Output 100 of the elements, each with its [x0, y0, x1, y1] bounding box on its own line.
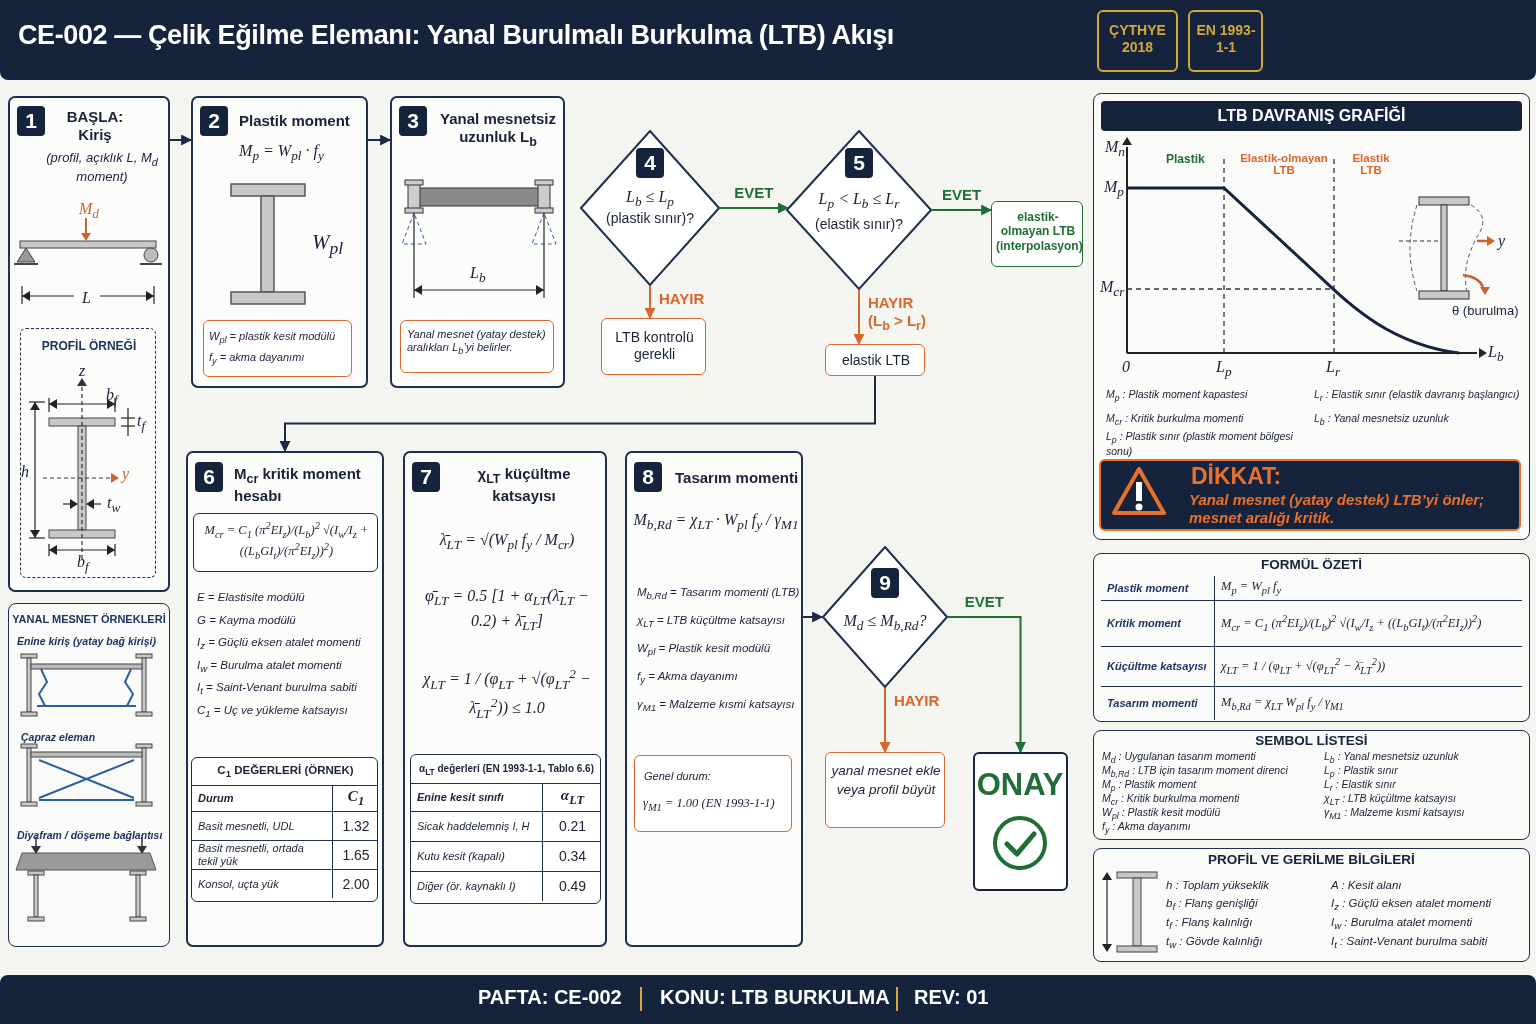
- formula: L$_{p}$ < L$_{b}$ ≤ L$_{r}$: [817, 189, 901, 214]
- standard-badge: [1188, 10, 1263, 72]
- decision-diamond: [822, 546, 948, 688]
- arrow: [802, 611, 824, 623]
- warning-text: Yanal mesnet (yatay destek) LTB’yi önler; mesnet aralığı kritik.: [1189, 491, 1486, 527]
- region-label: Elastik LTB: [1351, 152, 1391, 176]
- definition-text: I$_{t}$ = Saint-Venant burulma sabiti: [197, 681, 358, 697]
- panel-title: PROFİL VE GERİLME BİLGİLERİ: [1207, 852, 1416, 869]
- formula: M$_{b,Rd}$ = χ$_{LT}$ · W$_{pl}$ f$_{y}$ / γ$_{M1}$: [633, 510, 799, 535]
- symbol-definition: M$_{cr}$ : Kritik burkulma momenti: [1106, 410, 1245, 429]
- panel-title: SEMBOL LİSTESİ: [1254, 733, 1369, 750]
- dimension-label: L: [82, 289, 91, 307]
- note-text: W$_{pl}$ = plastik kesit modülü: [209, 330, 337, 347]
- symbol-definition: t$_{f}$ : Flanş kalınlığı: [1166, 914, 1254, 933]
- symbol-definition: L$_{b}$ : Yanal mesnetsiz uzunluk: [1314, 410, 1450, 429]
- approval-text: ONAY: [975, 766, 1065, 804]
- table-header: α$_{LT}$: [542, 783, 600, 811]
- table-title: α$_{LT}$ değerleri (EN 1993-1-1, Tablo 6.6): [417, 763, 595, 777]
- result-text: elastik LTB: [840, 352, 912, 369]
- note-box: [634, 755, 792, 832]
- formula: M$_{cr}$ = C$_{1}$ (π$^{2}$EI$_{z}$)/(L$_{b}$)$^{2}$ √(I$_{w}$/I$_{z}$ + ((L$_{b}$GI$_{t}$)/(π$^{2}$EI$_{z}$))$^{2}$): [203, 520, 370, 563]
- panel-title: FORMÜL ÖZETİ: [1260, 557, 1363, 574]
- symbol-definition: A : Kesit alanı: [1331, 877, 1403, 893]
- symbol-definition: M$_{cr}$ : Kritik burkulma momenti: [1102, 793, 1241, 807]
- step-number: 2: [200, 106, 228, 136]
- step-title: BAŞLA: Kiriş: [65, 108, 125, 144]
- step-card: [186, 451, 384, 947]
- table-cell: Kritik moment: [1101, 600, 1214, 646]
- table-cell: Tasarım momenti: [1101, 686, 1214, 720]
- table-cell: M$_{p}$ = W$_{pl}$ f$_{y}$: [1214, 576, 1522, 600]
- arrow: [879, 687, 891, 754]
- footer-text: REV: 01: [914, 986, 989, 1009]
- note-box: [400, 320, 554, 373]
- table-cell: 1.32: [332, 811, 377, 840]
- condition-text: (plastik sınır)?: [605, 210, 695, 227]
- arrow: [367, 134, 392, 146]
- axis-label: M$_{p}$: [1104, 178, 1124, 201]
- symbol-definition: b$_{f}$ : Flanş genişliği: [1166, 895, 1259, 914]
- result-box: [991, 201, 1083, 267]
- table-header: Durum: [192, 785, 332, 811]
- arrow: [947, 616, 1026, 754]
- arrow: [169, 134, 193, 146]
- profile-example-box: [20, 328, 156, 578]
- result-text: yanal mesnet ekle veya profil büyüt: [831, 762, 941, 799]
- formula: λ̄$_{LT}$ = √(W$_{pl}$ f$_{y}$ / M$_{cr}$): [438, 530, 576, 555]
- symbol-definition: L$_{p}$ : Plastik sınır: [1324, 765, 1399, 779]
- title: CE-002 — Çelik Eğilme Elemanı: Yanal Burulmalı Burkulma (LTB) Akışı: [18, 20, 894, 51]
- standard-badge: [1097, 10, 1178, 72]
- axis-label: L$_{p}$: [1216, 358, 1232, 381]
- table-cell: 0.34: [542, 841, 600, 871]
- note-text: Genel durum:: [644, 770, 712, 784]
- dimension-label: L$_{b}$: [470, 264, 486, 287]
- example-caption: Enine kiriş (yatay bağ kirişi): [17, 635, 157, 648]
- symbol-definition: t$_{w}$ : Gövde kalınlığı: [1166, 933, 1264, 952]
- symbol-definition: I$_{z}$ : Güçlü eksen atalet momenti: [1331, 895, 1493, 914]
- dimension-label: t$_{w}$: [107, 494, 121, 517]
- symbol-definition: W$_{pl}$ : Plastik kesit modülü: [1102, 807, 1222, 821]
- standard-text: EN 1993-1-1: [1195, 22, 1257, 56]
- table-cell: Küçültme katsayısı: [1101, 646, 1214, 686]
- axis-label: y: [1498, 232, 1506, 250]
- step-title: χ$_{LT}$ küçültme katsayısı: [476, 465, 572, 505]
- arrow: [719, 202, 789, 214]
- section-modulus-label: W$_{pl}$: [312, 230, 344, 260]
- symbol-definition: L$_{r}$ : Elastik sınır: [1324, 779, 1397, 793]
- table-cell: Konsol, uçta yük: [192, 869, 332, 898]
- result-box: [825, 752, 945, 828]
- axis-label: 0: [1122, 358, 1130, 376]
- note-text: f$_{y}$ = akma dayanımı: [209, 351, 306, 368]
- definition-text: C$_{1}$ = Uç ve yükleme katsayısı: [197, 703, 349, 720]
- axis-label: M$_{cr}$: [1100, 278, 1125, 301]
- info-panel: [1093, 848, 1530, 962]
- step-number: 8: [634, 462, 662, 492]
- step-number: 5: [845, 148, 873, 178]
- step-card: [403, 451, 607, 947]
- definition-text: I$_{z}$ = Güçlü eksen atalet momenti: [197, 636, 362, 652]
- definition-text: χ$_{LT}$ = LTB küçültme katsayısı: [637, 614, 786, 630]
- condition-text: (elastik sınır)?: [814, 216, 904, 233]
- definition-text: M$_{b,Rd}$ = Tasarım momenti (LTB): [637, 586, 801, 602]
- symbol-definition: M$_{p}$ : Plastik moment: [1102, 779, 1198, 793]
- dimension-label: t$_{f}$: [137, 412, 146, 435]
- result-text: LTB kontrolü gerekli: [614, 329, 695, 363]
- info-panel: [8, 603, 170, 947]
- result-box: [825, 344, 925, 376]
- table-cell: Basit mesnetli, UDL: [192, 811, 332, 840]
- table-cell: M$_{cr}$ = C$_{1}$ (π$^{2}$EI$_{z}$)/(L$_{b}$)$^{2}$ √(I$_{w}$/I$_{z}$ + ((L$_{b}$GI$_{t}$)/(π$^{2}$EI$_{z}$))$^{2}$): [1214, 600, 1522, 646]
- step-card: [191, 96, 368, 388]
- formula: φ̄$_{LT}$ = 0.5 [1 + α$_{LT}$(λ̄$_{LT}$ − 0.2) + λ̄$_{LT}$]: [424, 586, 590, 636]
- symbol-definition: f$_{y}$ : Akma dayanımı: [1102, 821, 1192, 835]
- arrow: [644, 285, 656, 320]
- formula: γ$_{M1}$ = 1.00 (EN 1993-1-1): [643, 796, 776, 814]
- arrow: [279, 375, 876, 453]
- step-card: [8, 96, 170, 592]
- warning-title: DİKKAT:: [1191, 463, 1283, 491]
- dimension-label: b$_{f}$: [77, 553, 89, 576]
- definition-text: E = Elastisite modülü: [197, 591, 306, 605]
- step-title: Tasarım momenti: [675, 469, 800, 487]
- definition-text: γ$_{M1}$ = Malzeme kısmi katsayısı: [637, 698, 796, 714]
- formula: χ$_{LT}$ = 1 / (φ$_{LT}$ + √(φ$_{LT}$$^{2}$ − λ̄$_{LT}$$^{2}$)) ≤ 1.0: [421, 665, 592, 722]
- step-number: 9: [871, 568, 899, 598]
- torsion-label: θ (burulma): [1452, 303, 1519, 318]
